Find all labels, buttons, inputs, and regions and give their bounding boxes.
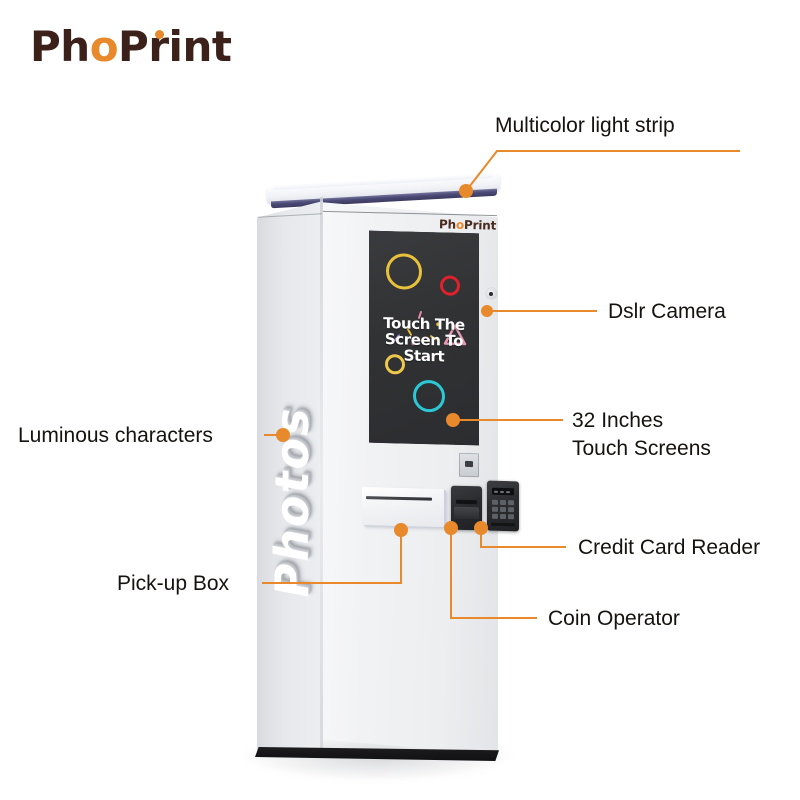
photo-booth-kiosk: PhoPrint Touch The Sc: [243, 172, 519, 781]
pick-up-box[interactable]: [362, 486, 444, 528]
callout-touch-screens: 32 Inches Touch Screens: [572, 409, 711, 460]
kiosk-base-foot: [255, 746, 499, 761]
card-reader-keypad[interactable]: [492, 499, 514, 521]
brand-logo-letter-i: i: [168, 22, 183, 71]
coin-operator[interactable]: [451, 485, 482, 531]
callout-pick-up-box: Pick-up Box: [117, 572, 230, 595]
kiosk-corner-edge: [320, 197, 323, 755]
kiosk-left-panel: [257, 201, 323, 757]
brand-logo: PhoPrint: [30, 26, 232, 68]
callout-credit-card-reader: Credit Card Reader: [578, 536, 761, 559]
brand-logo-accent-o: o: [89, 22, 119, 71]
callout-dslr-camera: Dslr Camera: [608, 300, 726, 323]
brand-logo-part3: nt: [182, 22, 232, 71]
kiosk-logo-part1: Ph: [438, 217, 457, 232]
confetti-decoration: [394, 310, 440, 346]
card-swipe-slot[interactable]: [491, 522, 515, 527]
credit-card-reader[interactable]: [487, 480, 519, 532]
brand-logo-dot-icon: [154, 30, 164, 39]
kiosk-logo-part2: Print: [463, 217, 497, 233]
card-reader-display: [492, 487, 514, 496]
kiosk-top-cap: [267, 172, 500, 209]
coin-slot[interactable]: [456, 499, 477, 505]
screen-prompt-text: Touch The Screen To Start: [383, 314, 465, 366]
callout-coin-operator: Coin Operator: [548, 607, 680, 630]
pick-up-box-slot: [366, 496, 432, 501]
callout-luminous-characters: Luminous characters: [18, 424, 213, 447]
touch-screen[interactable]: Touch The Screen To Start: [369, 230, 479, 446]
dslr-camera-lens-icon: [486, 288, 497, 299]
kiosk-header-logo: PhoPrint: [439, 217, 496, 232]
coin-return-tray: [454, 506, 479, 520]
bill-acceptor-slot[interactable]: [459, 452, 479, 478]
pink-triangle-outline-icon: [443, 324, 467, 362]
brand-logo-part1: Ph: [30, 22, 90, 71]
callout-multicolor-light-strip: Multicolor light strip: [495, 114, 675, 137]
